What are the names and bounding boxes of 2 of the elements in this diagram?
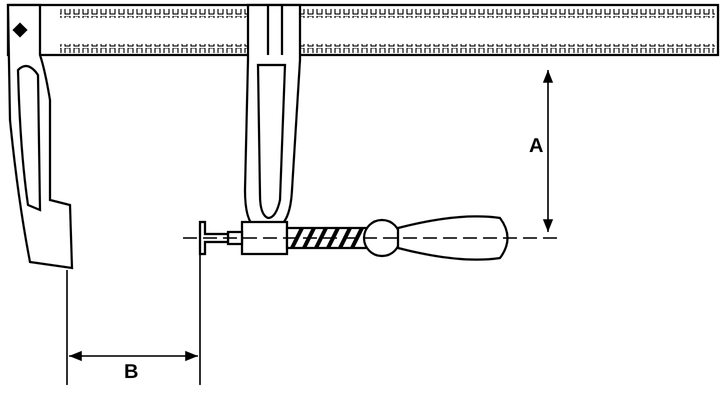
dimension-label: A [529,136,544,156]
dimension-label: B [124,362,138,382]
